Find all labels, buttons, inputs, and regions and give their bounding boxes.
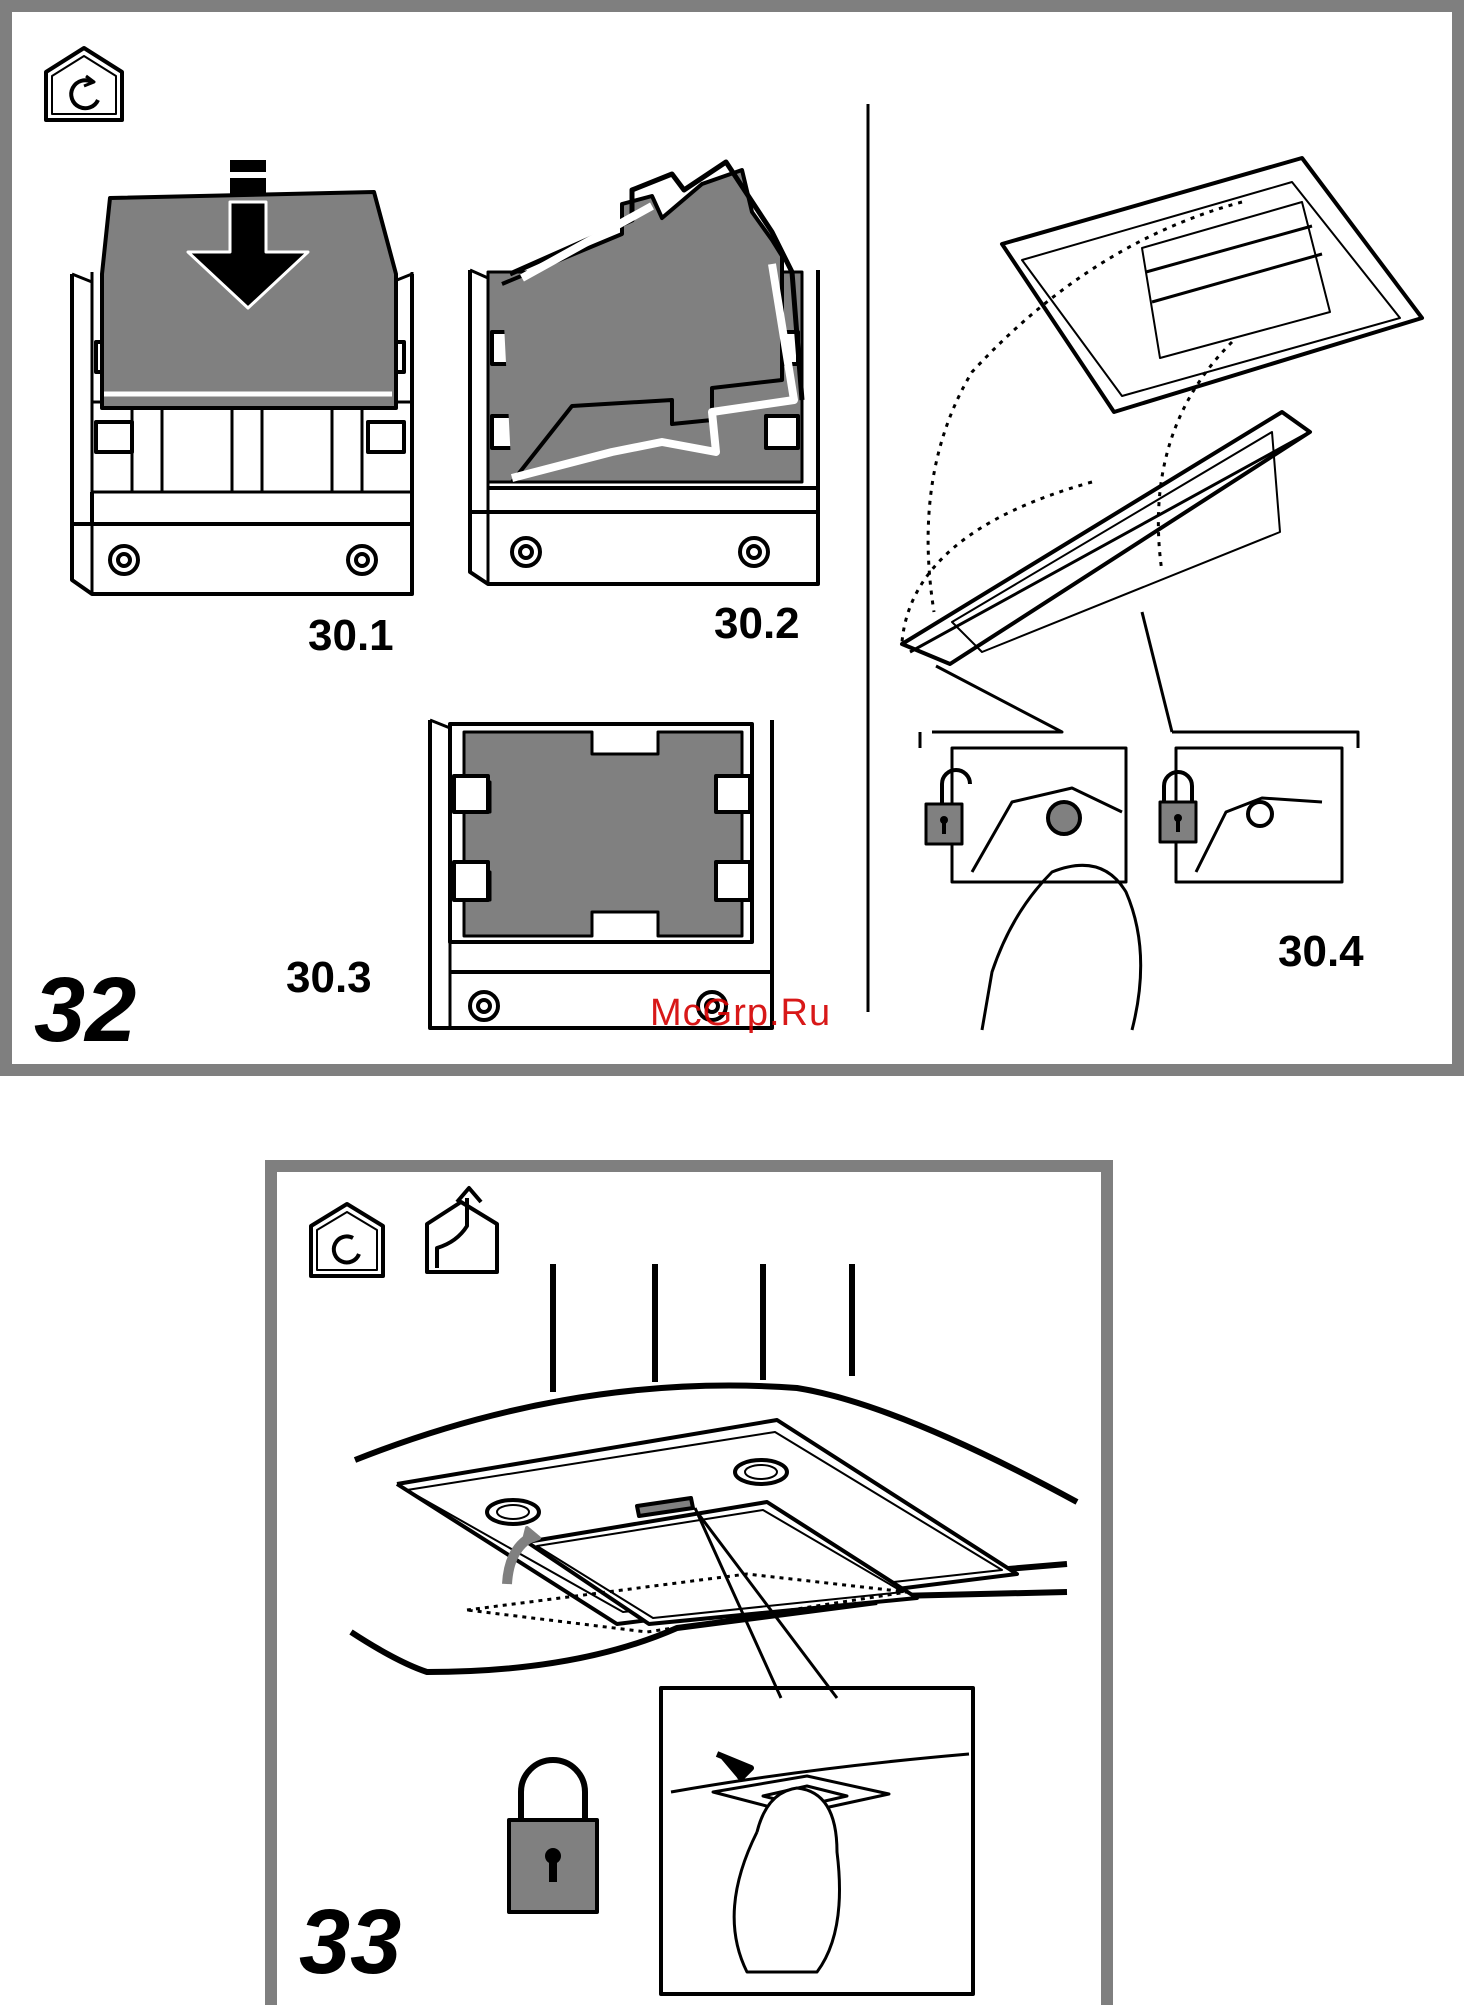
figure-32-illustration: [12, 12, 1452, 1064]
unlock-icon: [926, 770, 970, 844]
step-label-30-3: 30.3: [286, 956, 372, 1000]
house-extraction-icon: [427, 1188, 497, 1272]
step-30-3-illustration: [430, 720, 772, 1028]
step-label-30-1: 30.1: [308, 614, 394, 658]
lock-icon: [509, 1760, 597, 1912]
step-30-4-illustration: [902, 158, 1422, 1030]
figure-33-illustration: [277, 1172, 1101, 2005]
lock-icon: [1160, 772, 1196, 842]
house-recirculation-icon: [311, 1204, 383, 1276]
house-recirculation-icon: [46, 48, 122, 120]
figure-number-33: 33: [299, 1896, 401, 1988]
step-30-2-illustration: [470, 162, 818, 584]
watermark-text: McGrp.Ru: [650, 992, 831, 1035]
figure-33-panel: 33: [265, 1160, 1113, 2005]
step-label-30-2: 30.2: [714, 602, 800, 646]
step-30-1-illustration: [72, 160, 412, 594]
figure-number-32: 32: [34, 964, 136, 1056]
figure-32-panel: 30.1 30.2 30.3 30.4 32 McGrp.Ru: [0, 0, 1464, 1076]
step-label-30-4: 30.4: [1278, 930, 1364, 974]
